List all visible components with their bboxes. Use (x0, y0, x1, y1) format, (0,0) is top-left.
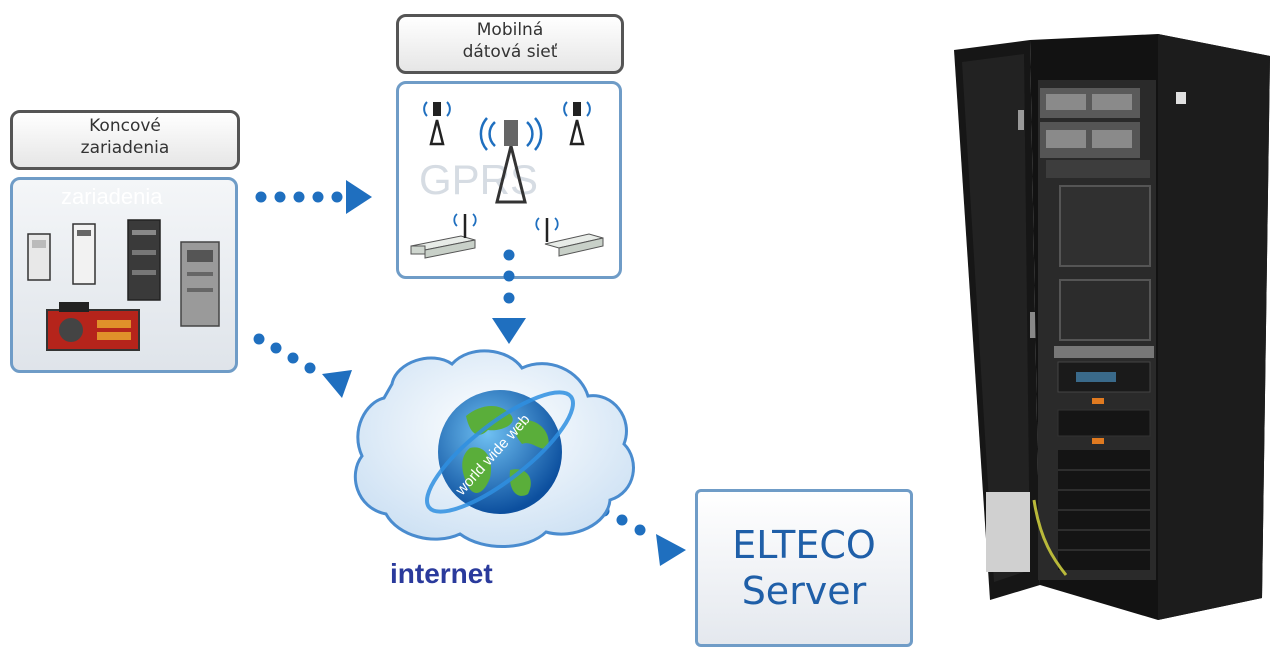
mobile-network-panel: GPRS (396, 81, 622, 279)
internet-label: internet (390, 558, 493, 589)
end-devices-panel: zariadenia (10, 177, 238, 373)
arrow-mobile-to-internet (492, 249, 526, 344)
antenna-tower-icon (423, 101, 591, 204)
arrow-devices-to-mobile (255, 180, 372, 214)
arrow-devices-to-internet (253, 333, 352, 398)
globe-icon (425, 390, 575, 514)
mobile-network-label: Mobilná dátová sieť (396, 14, 624, 74)
end-devices-ghost-text: zariadenia (61, 184, 163, 209)
device-cabinet-icon (27, 219, 220, 327)
elteco-server-box: ELTECO Server (695, 489, 913, 647)
modem-icon (410, 213, 604, 259)
camera-icon (46, 302, 140, 351)
end-devices-label: Koncové zariadenia (10, 110, 240, 170)
